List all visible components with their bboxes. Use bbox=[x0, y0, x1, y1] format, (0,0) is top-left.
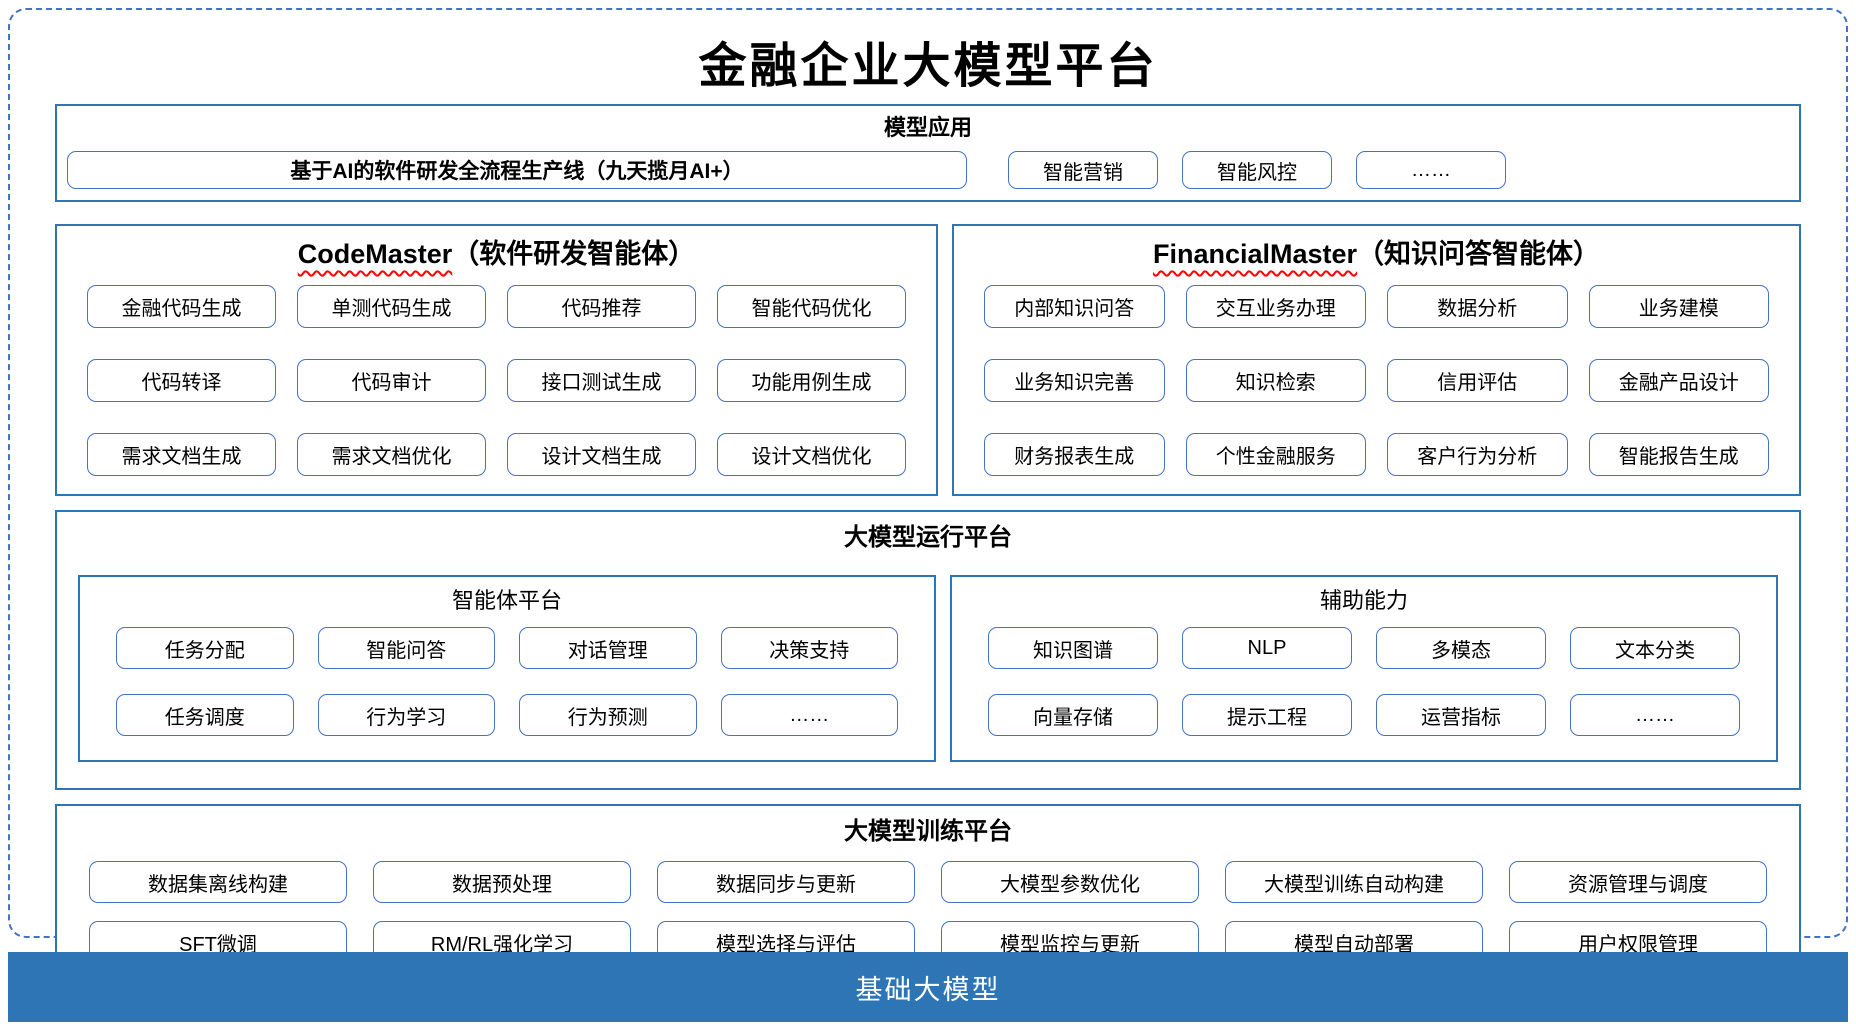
code-master-item: 功能用例生成 bbox=[717, 359, 906, 402]
model-application-row: 基于AI的软件研发全流程生产线（九天揽月AI+） 智能营销 智能风控 …… bbox=[67, 151, 1789, 189]
training-platform-header: 大模型训练平台 bbox=[844, 818, 1012, 845]
auxiliary-capability-header: 辅助能力 bbox=[1319, 588, 1408, 613]
financial-master-item: 财务报表生成 bbox=[984, 433, 1165, 476]
financial-master-title-zh: （知识问答智能体） bbox=[1357, 239, 1601, 269]
financial-master-header: FinancialMaster（知识问答智能体） bbox=[984, 236, 1769, 272]
agent-platform-item: 任务分配 bbox=[116, 627, 294, 669]
training-item: 大模型训练自动构建 bbox=[1225, 861, 1483, 903]
auxiliary-item: NLP bbox=[1182, 627, 1352, 669]
agent-platform-item: 行为预测 bbox=[519, 694, 697, 736]
financial-master-item: 业务知识完善 bbox=[984, 359, 1165, 402]
section-training-platform: 大模型训练平台 数据集离线构建 数据预处理 数据同步与更新 大模型参数优化 大模… bbox=[55, 804, 1801, 975]
financial-master-item: 客户行为分析 bbox=[1387, 433, 1568, 476]
app-item-marketing: 智能营销 bbox=[1008, 151, 1158, 189]
auxiliary-item: 向量存储 bbox=[988, 694, 1158, 736]
code-master-item: 智能代码优化 bbox=[717, 285, 906, 328]
app-item-ai-pipeline: 基于AI的软件研发全流程生产线（九天揽月AI+） bbox=[67, 151, 967, 189]
financial-master-item: 智能报告生成 bbox=[1588, 433, 1769, 476]
runtime-platform-header: 大模型运行平台 bbox=[844, 524, 1012, 551]
code-master-item: 设计文档优化 bbox=[717, 433, 906, 476]
auxiliary-item: 文本分类 bbox=[1570, 627, 1740, 669]
auxiliary-capability-grid: 知识图谱 NLP 多模态 文本分类 向量存储 提示工程 运营指标 …… bbox=[988, 627, 1740, 736]
agents-row: CodeMaster（软件研发智能体） 金融代码生成 单测代码生成 代码推荐 智… bbox=[55, 224, 1801, 496]
app-item-risk-control: 智能风控 bbox=[1182, 151, 1332, 189]
code-master-header: CodeMaster（软件研发智能体） bbox=[87, 236, 906, 272]
financial-master-title-en: FinancialMaster bbox=[1152, 239, 1358, 269]
auxiliary-item: 运营指标 bbox=[1376, 694, 1546, 736]
auxiliary-item: 知识图谱 bbox=[988, 627, 1158, 669]
financial-master-item: 知识检索 bbox=[1185, 359, 1366, 402]
code-master-item: 代码转译 bbox=[87, 359, 276, 402]
code-master-item: 代码审计 bbox=[297, 359, 486, 402]
auxiliary-item: …… bbox=[1570, 694, 1740, 736]
financial-master-item: 业务建模 bbox=[1588, 285, 1769, 328]
agent-platform-box: 智能体平台 任务分配 智能问答 对话管理 决策支持 任务调度 行为学习 行为预测… bbox=[78, 575, 936, 762]
training-item: 资源管理与调度 bbox=[1509, 861, 1767, 903]
runtime-platform-row: 智能体平台 任务分配 智能问答 对话管理 决策支持 任务调度 行为学习 行为预测… bbox=[78, 575, 1778, 762]
code-master-grid: 金融代码生成 单测代码生成 代码推荐 智能代码优化 代码转译 代码审计 接口测试… bbox=[87, 285, 906, 476]
app-item-more: …… bbox=[1356, 151, 1506, 189]
base-model-bar: 基础大模型 bbox=[8, 952, 1848, 1022]
training-item: 大模型参数优化 bbox=[941, 861, 1199, 903]
agent-platform-item: 决策支持 bbox=[720, 627, 898, 669]
section-financial-master: FinancialMaster（知识问答智能体） 内部知识问答 交互业务办理 数… bbox=[952, 224, 1801, 496]
section-runtime-platform: 大模型运行平台 智能体平台 任务分配 智能问答 对话管理 决策支持 任务调度 行… bbox=[55, 510, 1801, 790]
agent-platform-item: 智能问答 bbox=[317, 627, 495, 669]
code-master-item: 代码推荐 bbox=[507, 285, 696, 328]
training-item: 数据预处理 bbox=[373, 861, 631, 903]
code-master-title-zh: （软件研发智能体） bbox=[452, 239, 696, 269]
training-item: 数据集离线构建 bbox=[89, 861, 347, 903]
financial-master-item: 交互业务办理 bbox=[1185, 285, 1366, 328]
base-model-label: 基础大模型 bbox=[855, 974, 1001, 1005]
financial-master-item: 数据分析 bbox=[1387, 285, 1568, 328]
financial-master-item: 信用评估 bbox=[1387, 359, 1568, 402]
auxiliary-item: 多模态 bbox=[1376, 627, 1546, 669]
code-master-item: 单测代码生成 bbox=[297, 285, 486, 328]
agent-platform-item: 任务调度 bbox=[116, 694, 294, 736]
code-master-item: 设计文档生成 bbox=[507, 433, 696, 476]
agent-platform-item: 对话管理 bbox=[519, 627, 697, 669]
code-master-item: 接口测试生成 bbox=[507, 359, 696, 402]
financial-master-item: 个性金融服务 bbox=[1185, 433, 1366, 476]
financial-master-item: 内部知识问答 bbox=[984, 285, 1165, 328]
agent-platform-item: 行为学习 bbox=[317, 694, 495, 736]
platform-diagram-frame: 金融企业大模型平台 模型应用 基于AI的软件研发全流程生产线（九天揽月AI+） … bbox=[8, 8, 1848, 975]
agent-platform-item: …… bbox=[720, 694, 898, 736]
code-master-title-en: CodeMaster bbox=[297, 239, 453, 269]
training-item: 数据同步与更新 bbox=[657, 861, 915, 903]
auxiliary-item: 提示工程 bbox=[1182, 694, 1352, 736]
code-master-item: 需求文档生成 bbox=[87, 433, 276, 476]
section-code-master: CodeMaster（软件研发智能体） 金融代码生成 单测代码生成 代码推荐 智… bbox=[55, 224, 938, 496]
page-title: 金融企业大模型平台 bbox=[698, 38, 1158, 94]
model-application-header: 模型应用 bbox=[883, 115, 972, 140]
section-model-application: 模型应用 基于AI的软件研发全流程生产线（九天揽月AI+） 智能营销 智能风控 … bbox=[55, 104, 1801, 202]
financial-master-item: 金融产品设计 bbox=[1588, 359, 1769, 402]
training-platform-grid: 数据集离线构建 数据预处理 数据同步与更新 大模型参数优化 大模型训练自动构建 … bbox=[89, 861, 1767, 963]
auxiliary-capability-box: 辅助能力 知识图谱 NLP 多模态 文本分类 向量存储 提示工程 运营指标 …… bbox=[950, 575, 1778, 762]
agent-platform-grid: 任务分配 智能问答 对话管理 决策支持 任务调度 行为学习 行为预测 …… bbox=[116, 627, 898, 736]
code-master-item: 金融代码生成 bbox=[87, 285, 276, 328]
financial-master-grid: 内部知识问答 交互业务办理 数据分析 业务建模 业务知识完善 知识检索 信用评估… bbox=[984, 285, 1769, 476]
code-master-item: 需求文档优化 bbox=[297, 433, 486, 476]
agent-platform-header: 智能体平台 bbox=[451, 588, 562, 613]
